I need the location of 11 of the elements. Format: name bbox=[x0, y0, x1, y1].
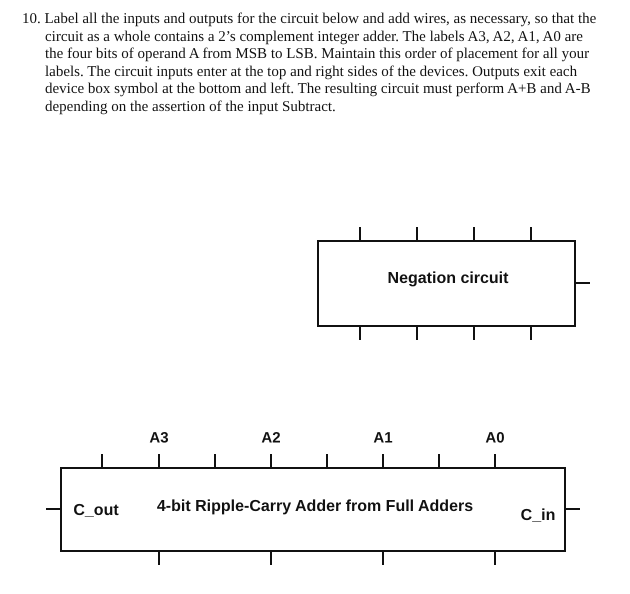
input-label: C_in bbox=[520, 507, 556, 525]
device-label: Negation circuit bbox=[388, 270, 508, 288]
device-box bbox=[60, 467, 566, 552]
device-box bbox=[317, 240, 576, 327]
question-text: 10. Label all the inputs and outputs for the circuit below and add wires, as necessary, so that the circuit as a whole contains a 2’s complement integer adder. The labels A3, A2, A1, A0 are the four bits of operand A from MSB to LSB. Maintain this order of placement for all your labels. The circuit inputs enter at the top and right sides of the devices. Outputs exit each device box symbol at the bottom and left. The resulting circuit must perform A+B and A-B depending on the assertion of the input Subtract. bbox=[22, 11, 598, 117]
pin-label: A1 bbox=[373, 430, 393, 446]
pin-label: A3 bbox=[149, 430, 169, 446]
device-label: 4-bit Ripple-Carry Adder from Full Adders bbox=[156, 498, 474, 516]
pin-label: A2 bbox=[261, 430, 281, 446]
output-label: C_out bbox=[73, 502, 119, 520]
pin-label: A0 bbox=[485, 430, 505, 446]
